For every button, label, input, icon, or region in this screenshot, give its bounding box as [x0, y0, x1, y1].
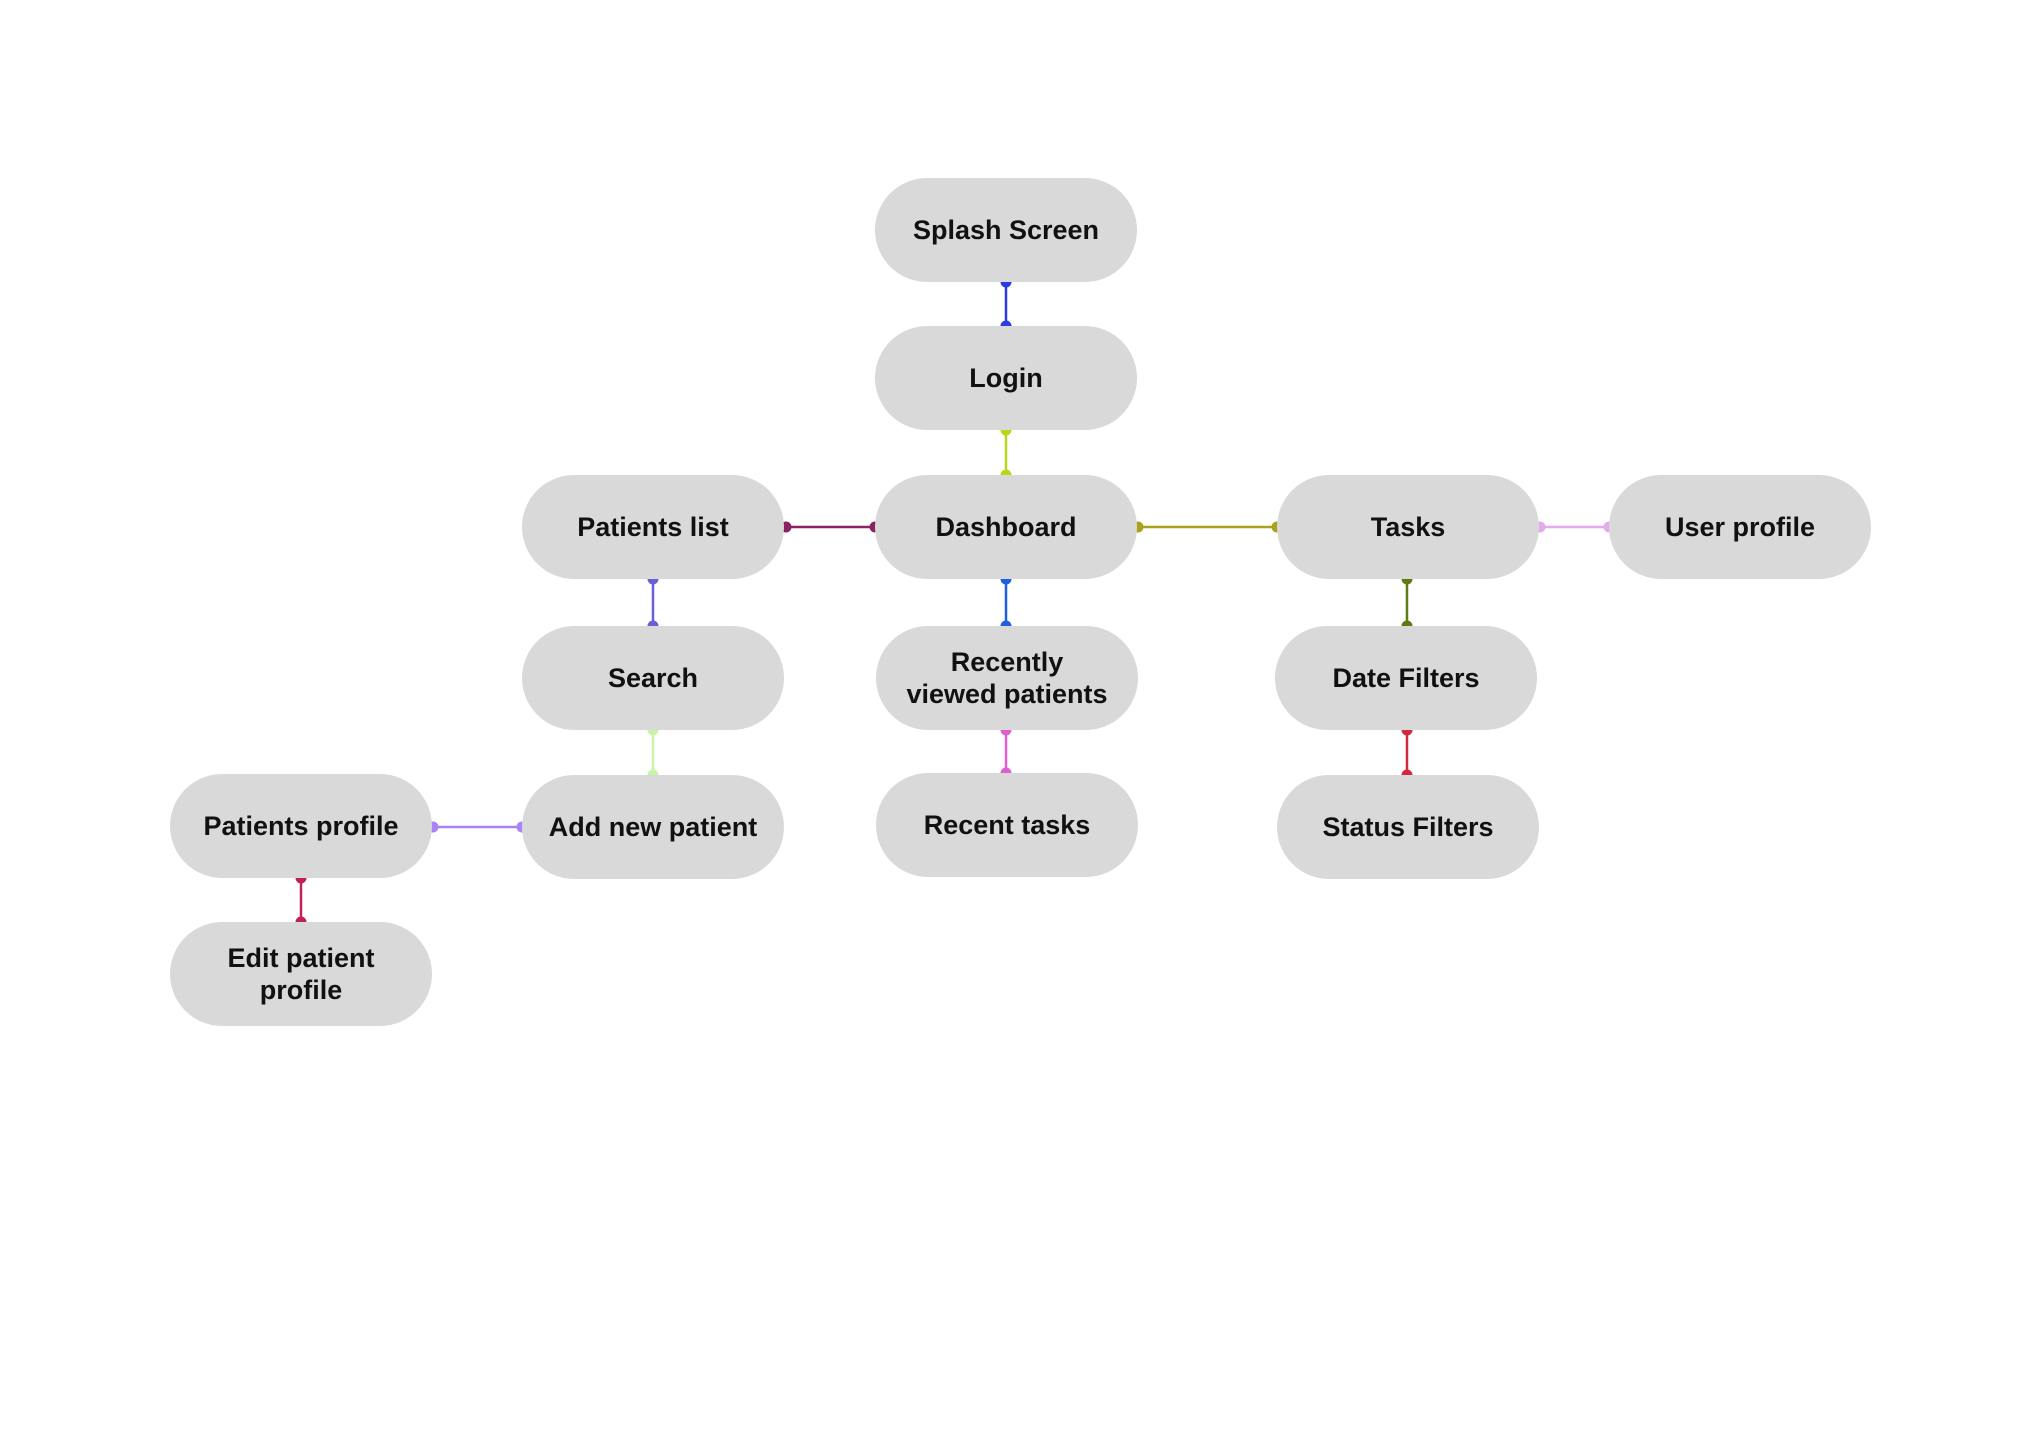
connector-search-to-add-new-patient: [647, 724, 659, 781]
node-label: Recently: [951, 647, 1064, 677]
node-label: User profile: [1665, 512, 1815, 542]
connector-patients-profile-to-edit-profile: [295, 872, 307, 928]
node-label: profile: [260, 975, 343, 1005]
node-shape[interactable]: [876, 626, 1138, 730]
node-label: Search: [608, 663, 698, 693]
node-label: Date Filters: [1332, 663, 1479, 693]
node-status-filters[interactable]: Status Filters: [1277, 775, 1539, 879]
node-label: Splash Screen: [913, 215, 1099, 245]
node-recent-tasks[interactable]: Recent tasks: [876, 773, 1138, 877]
node-shape[interactable]: [1609, 475, 1871, 579]
node-shape[interactable]: [875, 178, 1137, 282]
node-label: Dashboard: [935, 512, 1076, 542]
connector-tasks-to-user-profile: [1534, 521, 1615, 533]
connector-date-filters-to-status-filters: [1401, 724, 1413, 781]
node-label: Edit patient: [228, 943, 375, 973]
node-shape[interactable]: [1275, 626, 1537, 730]
node-patients-profile[interactable]: Patients profile: [170, 774, 432, 878]
node-shape[interactable]: [876, 773, 1138, 877]
node-user-profile[interactable]: User profile: [1609, 475, 1871, 579]
node-login[interactable]: Login: [875, 326, 1137, 430]
node-shape[interactable]: [1277, 775, 1539, 879]
connector-patients-list-to-search: [647, 573, 659, 632]
connector-recently-viewed-to-recent-tasks: [1000, 724, 1012, 779]
node-label: Patients list: [577, 512, 729, 542]
connector-patients-profile-to-add-new-patient: [427, 821, 528, 833]
connector-patients-list-to-dashboard: [780, 521, 881, 533]
node-shape[interactable]: [875, 475, 1137, 579]
node-patients-list[interactable]: Patients list: [522, 475, 784, 579]
connector-dashboard-to-recently-viewed: [1000, 573, 1012, 632]
node-dashboard[interactable]: Dashboard: [875, 475, 1137, 579]
node-tasks[interactable]: Tasks: [1277, 475, 1539, 579]
node-label: Patients profile: [203, 811, 398, 841]
node-shape[interactable]: [522, 626, 784, 730]
node-shape[interactable]: [1277, 475, 1539, 579]
connector-tasks-to-date-filters: [1401, 573, 1413, 632]
connector-login-to-dashboard: [1000, 424, 1012, 481]
node-date-filters[interactable]: Date Filters: [1275, 626, 1537, 730]
node-label: Status Filters: [1322, 812, 1493, 842]
node-label: Add new patient: [549, 812, 758, 842]
node-label: Tasks: [1371, 512, 1446, 542]
node-shape[interactable]: [170, 774, 432, 878]
connector-dashboard-to-tasks: [1132, 521, 1283, 533]
node-label: viewed patients: [906, 679, 1107, 709]
node-label: Login: [969, 363, 1042, 393]
node-search[interactable]: Search: [522, 626, 784, 730]
node-shape[interactable]: [875, 326, 1137, 430]
node-shape[interactable]: [522, 775, 784, 879]
node-add-new-patient[interactable]: Add new patient: [522, 775, 784, 879]
node-label: Recent tasks: [924, 810, 1091, 840]
node-splash[interactable]: Splash Screen: [875, 178, 1137, 282]
connector-splash-to-login: [1000, 276, 1012, 332]
node-shape[interactable]: [170, 922, 432, 1026]
node-shape[interactable]: [522, 475, 784, 579]
